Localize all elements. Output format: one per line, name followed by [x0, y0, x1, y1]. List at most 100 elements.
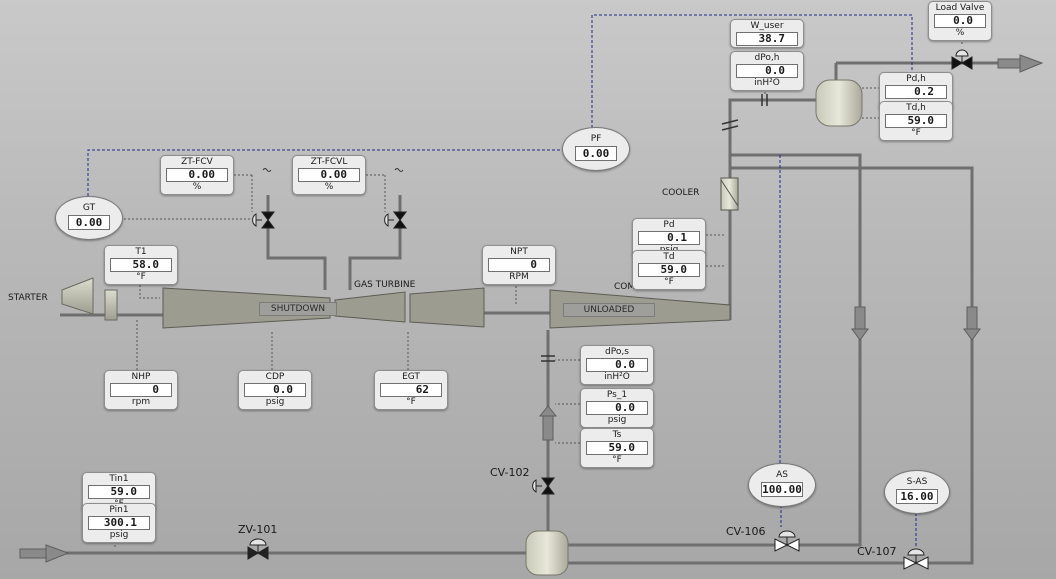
ts-tag[interactable]: Ts 59.0 °F [580, 428, 654, 468]
tag-label: T1 [135, 247, 147, 257]
tag-unit: °F [911, 128, 921, 138]
tag-value: 62 [380, 383, 442, 397]
tag-unit: % [324, 182, 334, 192]
vessels [525, 79, 863, 576]
pin1-tag[interactable]: Pin1 300.1 psig [82, 503, 156, 543]
tag-label: Load Valve [935, 3, 985, 13]
tag-value: 300.1 [88, 516, 150, 530]
cdp-tag[interactable]: CDP 0.0 psig [238, 370, 312, 410]
tag-label: ZT-FCVL [310, 157, 348, 167]
tag-value: 0.0 [736, 64, 798, 78]
tag-value: 59.0 [885, 114, 947, 128]
tag-value: 0.0 [244, 383, 306, 397]
tag-label: dPo,s [605, 347, 629, 357]
tag-value: 0 [110, 383, 172, 397]
tag-label: NPT [510, 247, 528, 257]
tag-label: W_user [750, 21, 784, 31]
compressor-status-badge: UNLOADED [563, 303, 655, 317]
nhp-tag[interactable]: NHP 0 rpm [104, 370, 178, 410]
tag-unit: °F [136, 272, 146, 282]
tag-value: 16.00 [896, 489, 938, 504]
tag-unit: rpm [131, 397, 151, 407]
tag-label: Pin1 [109, 505, 129, 515]
tag-value: 0.00 [166, 168, 228, 182]
signal-lines [87, 14, 917, 548]
tag-value: 0.2 [885, 85, 947, 99]
tag-value: 0.1 [638, 231, 700, 245]
turbine-status-badge: SHUTDOWN [259, 302, 337, 316]
zt-fcvl-tag[interactable]: ZT-FCVL 0.00 % [292, 155, 366, 195]
tag-label: Td [663, 252, 675, 262]
gt-indicator[interactable]: GT 0.00 [55, 196, 123, 240]
td-tag[interactable]: Td 59.0 °F [632, 250, 706, 290]
cv106-label: CV-106 [726, 525, 766, 538]
tag-label: EGT [402, 372, 420, 382]
cv102-label: CV-102 [490, 466, 530, 479]
tag-label: NHP [131, 372, 151, 382]
tag-value: 58.0 [110, 258, 172, 272]
cooler-exchanger [720, 177, 739, 211]
orifice-plates [541, 94, 768, 362]
t1-tag[interactable]: T1 58.0 °F [104, 245, 178, 285]
npt-tag[interactable]: NPT 0 RPM [482, 245, 556, 285]
tag-label: Tin1 [109, 474, 129, 484]
load-valve-tag[interactable]: Load Valve 0.0 % [928, 1, 992, 41]
tag-unit: inH²O [604, 372, 630, 382]
tag-label: CDP [265, 372, 285, 382]
tag-value: 0.00 [298, 168, 360, 182]
starter-label: STARTER [8, 293, 48, 303]
td-h-tag[interactable]: Td,h 59.0 °F [879, 101, 953, 141]
tag-unit: psig [265, 397, 285, 407]
zv101-label: ZV-101 [238, 523, 278, 536]
tag-value: 59.0 [586, 441, 648, 455]
tag-unit: inH²O [754, 78, 780, 88]
tag-label: GT [82, 203, 96, 213]
as-indicator[interactable]: AS 100.00 [748, 463, 816, 507]
tag-value: 0.00 [574, 146, 618, 161]
tag-value: 59.0 [638, 263, 700, 277]
egt-tag[interactable]: EGT 62 °F [374, 370, 448, 410]
tag-label: Td,h [906, 103, 926, 113]
tag-unit: psig [109, 530, 129, 540]
tag-value: 59.0 [88, 485, 150, 499]
tag-unit: RPM [509, 272, 529, 282]
tag-unit: % [955, 28, 965, 38]
tag-value: 0.0 [934, 14, 986, 28]
tag-label: dPo,h [754, 53, 780, 63]
pf-indicator[interactable]: PF 0.00 [562, 127, 630, 171]
starter-motor [61, 277, 118, 321]
tag-label: ZT-FCV [181, 157, 213, 167]
s-as-indicator[interactable]: S-AS 16.00 [884, 470, 950, 514]
tag-value: 0 [488, 258, 550, 272]
pipes [40, 61, 1000, 565]
tag-label: S-AS [906, 477, 928, 487]
tag-value: 0.00 [67, 215, 111, 230]
tag-value: 0.0 [586, 401, 648, 415]
cooler-label: COOLER [662, 188, 700, 198]
ps-1-tag[interactable]: Ps_1 0.0 psig [580, 388, 654, 428]
gas-turbine-label: GAS TURBINE [354, 280, 416, 290]
tag-value: 100.00 [760, 482, 804, 497]
zt-fcv-tag[interactable]: ZT-FCV 0.00 % [160, 155, 234, 195]
w-user-tag[interactable]: W_user 38.7 [730, 19, 804, 48]
cv107-label: CV-107 [857, 545, 897, 558]
tag-label: Ts [612, 430, 622, 440]
tag-label: Ps_1 [606, 390, 628, 400]
tag-value: 38.7 [736, 32, 798, 46]
tag-value: 0.0 [586, 358, 648, 372]
gas-turbine-body [162, 287, 485, 329]
valve-actuator-tildes [262, 168, 404, 172]
tag-label: PF [590, 134, 602, 144]
tag-unit: °F [664, 277, 674, 287]
dpo-s-tag[interactable]: dPo,s 0.0 inH²O [580, 345, 654, 385]
dpo-h-tag[interactable]: dPo,h 0.0 inH²O [730, 51, 804, 91]
tag-label: Pd,h [906, 74, 926, 84]
tag-label: AS [776, 470, 788, 480]
tag-unit: psig [607, 415, 627, 425]
tag-unit: % [192, 182, 202, 192]
flow-arrows [19, 54, 1044, 563]
tag-unit: °F [612, 455, 622, 465]
control-valves [247, 49, 973, 570]
tag-unit: °F [406, 397, 416, 407]
